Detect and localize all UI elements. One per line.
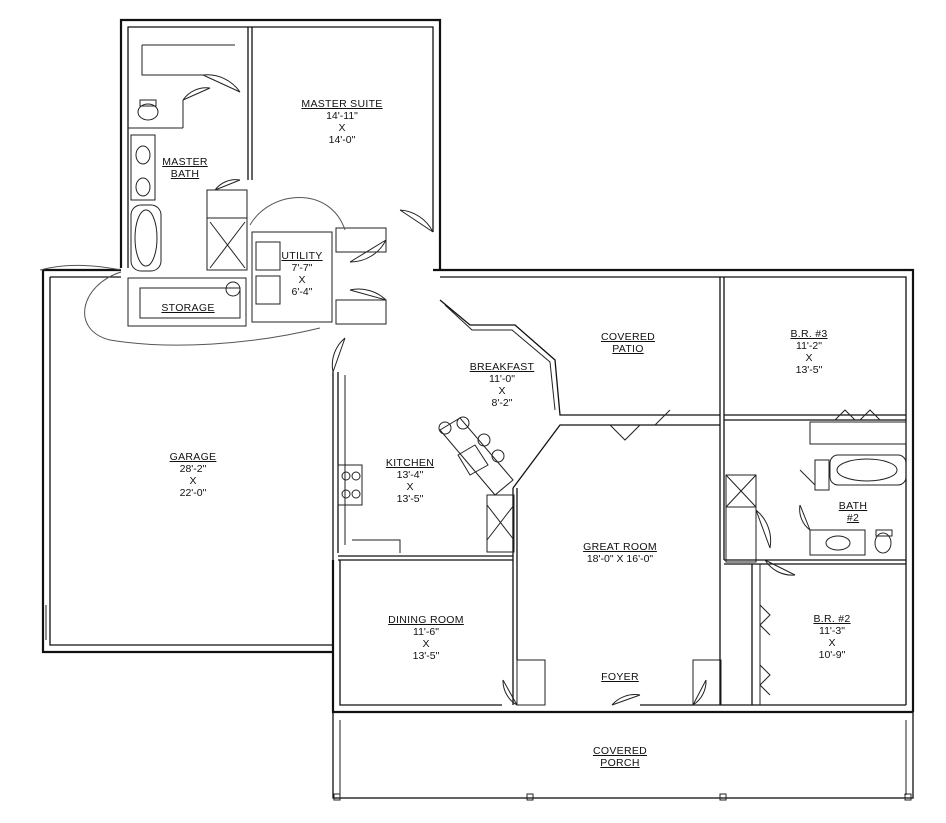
room-breakfast: BREAKFAST 11'-0" X 8'-2" (470, 361, 535, 409)
room-name: GARAGE (169, 451, 217, 463)
room-x: X (498, 385, 506, 397)
room-garage: GARAGE 28'-2" X 22'-0" (170, 451, 217, 499)
room-width: 11'-3" (819, 625, 845, 637)
room-x: X (422, 638, 430, 650)
room-name: MASTER (162, 156, 208, 168)
room-width: 28'-2" (179, 463, 207, 475)
room-master-bath: MASTER BATH (162, 156, 208, 180)
room-foyer: FOYER (601, 671, 639, 683)
room-name-2: #2 (846, 512, 860, 524)
room-name: MASTER SUITE (301, 98, 383, 110)
room-kitchen: KITCHEN 13'-4" X 13'-5" (386, 457, 434, 505)
room-br3: B.R. #3 11'-2" X 13'-5" (790, 328, 827, 376)
room-width: 7'-7" (291, 262, 313, 274)
room-name: BATH (838, 500, 868, 512)
room-length: 13'-5" (396, 493, 424, 505)
room-width: 14'-11" (326, 110, 358, 122)
sketch-lines (39, 197, 346, 346)
room-size: 18'-0" X 16'-0" (586, 553, 654, 565)
room-name: FOYER (601, 671, 639, 683)
room-name: B.R. #2 (813, 613, 851, 625)
room-name: COVERED (592, 745, 648, 757)
room-x: X (406, 481, 414, 493)
room-length: 22'-0" (179, 487, 207, 499)
room-x: X (189, 475, 197, 487)
room-name: GREAT ROOM (583, 541, 657, 553)
room-covered-porch: COVERED PORCH (593, 745, 647, 769)
room-x: X (338, 122, 346, 134)
room-bath2: BATH #2 (839, 500, 867, 524)
room-name: STORAGE (161, 302, 215, 314)
room-dining-room: DINING ROOM 11'-6" X 13'-5" (388, 614, 464, 662)
room-length: 8'-2" (491, 397, 513, 409)
room-name: BREAKFAST (469, 361, 535, 373)
room-name-2: PATIO (612, 343, 644, 355)
room-utility: UTILITY 7'-7" X 6'-4" (281, 250, 322, 298)
room-x: X (828, 637, 836, 649)
room-storage: STORAGE (161, 302, 214, 314)
room-name: KITCHEN (385, 457, 435, 469)
room-master-suite: MASTER SUITE 14'-11" X 14'-0" (301, 98, 382, 146)
room-width: 13'-4" (396, 469, 424, 481)
room-width: 11'-0" (489, 373, 515, 385)
room-width: 11'-2" (796, 340, 822, 352)
room-name-2: PORCH (600, 757, 640, 769)
room-length: 10'-9" (818, 649, 846, 661)
room-br2: B.R. #2 11'-3" X 10'-9" (813, 613, 850, 661)
room-x: X (805, 352, 813, 364)
interior-walls (127, 27, 907, 706)
covered-porch-outline (332, 711, 914, 801)
room-width: 11'-6" (413, 626, 439, 638)
room-great-room: GREAT ROOM 18'-0" X 16'-0" (583, 541, 657, 565)
room-x: X (298, 274, 306, 286)
room-name: COVERED (600, 331, 656, 343)
room-covered-patio: COVERED PATIO (601, 331, 655, 355)
room-length: 14'-0" (328, 134, 356, 146)
room-length: 6'-4" (291, 286, 313, 298)
room-name: UTILITY (281, 250, 323, 262)
room-length: 13'-5" (795, 364, 823, 376)
door-swings (182, 74, 816, 706)
room-name: B.R. #3 (790, 328, 828, 340)
room-length: 13'-5" (412, 650, 440, 662)
room-name: DINING ROOM (388, 614, 464, 626)
room-name-2: BATH (170, 168, 200, 180)
